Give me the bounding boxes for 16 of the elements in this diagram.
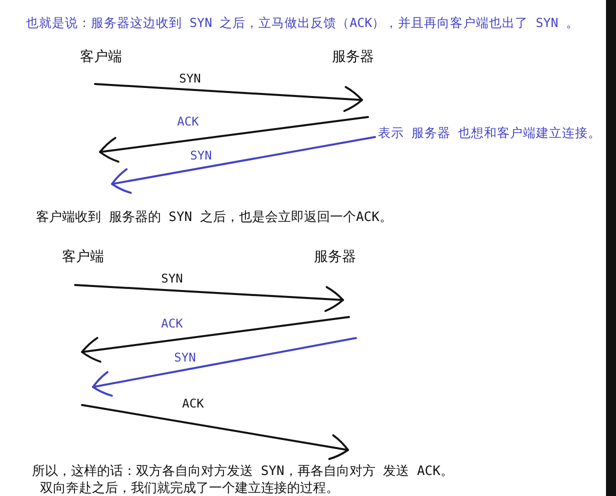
message-label: SYN	[173, 352, 197, 364]
message-label: ACK	[181, 398, 205, 410]
participant-label: 客户端	[80, 48, 122, 66]
participant-label: 服务器	[332, 48, 374, 66]
summary-text: 双向奔赴之后，我们就完成了一个建立连接的过程。	[40, 482, 339, 496]
participant-label: 服务器	[314, 248, 356, 266]
note-text: 也就是说：服务器这边收到 SYN 之后，立马做出反馈（ACK），并且再向客户端也出了 SYN 。	[26, 16, 579, 30]
message-label: SYN	[160, 272, 184, 286]
message-label: ACK	[160, 318, 184, 330]
note-text: 客户端收到 服务器的 SYN 之后，也是会立即返回一个ACK。	[36, 211, 392, 225]
participant-label: 客户端	[62, 248, 104, 266]
summary-text: 所以，这样的话：双方各自向对方发送 SYN，再各自向对方 发送 ACK。	[32, 465, 454, 479]
annotation-text: 表示 服务器 也想和客户端建立连接。	[378, 126, 602, 140]
message-label: SYN	[178, 72, 202, 86]
message-label: ACK	[176, 116, 200, 128]
message-label: SYN	[189, 150, 213, 162]
